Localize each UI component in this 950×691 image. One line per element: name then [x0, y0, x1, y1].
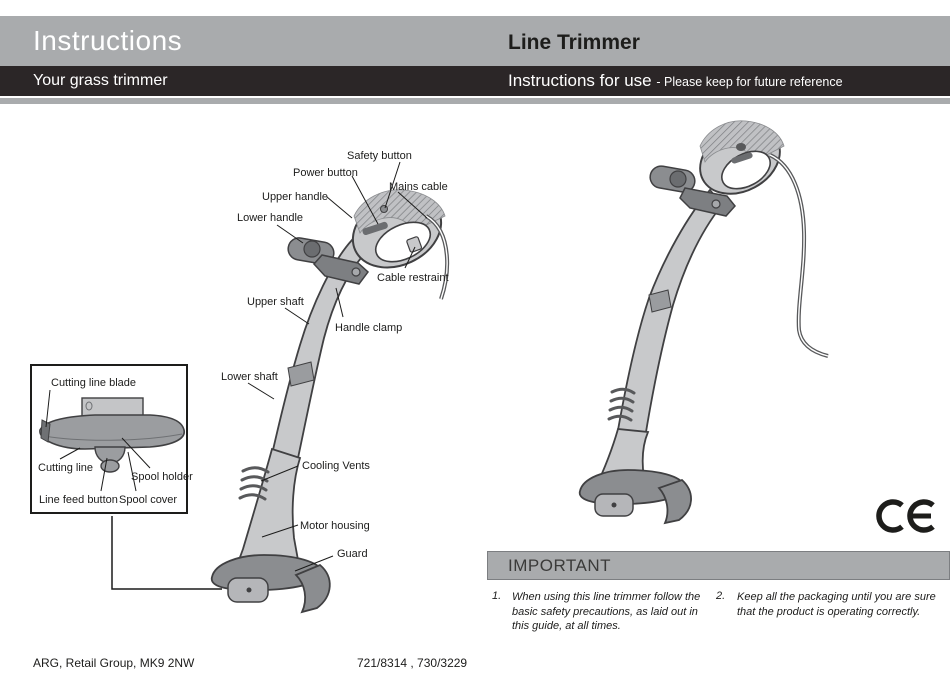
label-guard: Guard — [337, 548, 368, 560]
subheader-bar — [0, 66, 950, 96]
important-title: IMPORTANT — [508, 556, 612, 575]
label-cutting-line: Cutting line — [38, 462, 94, 474]
footer-catalogue-codes: 721/8314 , 730/3229 — [357, 656, 468, 670]
main-trimmer-illustration — [211, 189, 450, 614]
label-spool-holder: Spool holder — [131, 471, 193, 483]
secondary-trimmer-illustration — [579, 120, 829, 525]
header-strip — [0, 98, 950, 104]
label-spool-cover: Spool cover — [119, 494, 178, 506]
label-upper-handle: Upper handle — [262, 191, 329, 203]
label-cutting-line-blade: Cutting line blade — [51, 377, 137, 389]
important-item-2-text: Keep all the packaging until you are sur… — [737, 591, 936, 618]
head-detail-inset-box — [30, 364, 188, 514]
important-item-2-number: 2. — [716, 590, 726, 602]
label-handle-clamp: Handle clamp — [335, 322, 403, 334]
label-upper-shaft: Upper shaft — [247, 296, 304, 308]
important-section-bar: IMPORTANT — [487, 551, 950, 580]
section-title: Your grass trimmer — [33, 72, 168, 89]
label-power-button: Power button — [293, 167, 358, 179]
footer-company-address: ARG, Retail Group, MK9 2NW — [33, 656, 195, 670]
label-safety-button: Safety button — [347, 150, 412, 162]
label-lower-shaft: Lower shaft — [221, 371, 278, 383]
product-title: Line Trimmer — [508, 31, 640, 54]
subsection-title-main: Instructions for use — [508, 71, 652, 90]
label-cooling-vents: Cooling Vents — [302, 460, 370, 472]
label-line-feed-button: Line feed button — [39, 494, 118, 506]
important-item-1-text: When using this line trimmer follow the … — [512, 591, 701, 633]
label-cable-restraint: Cable restraint — [377, 272, 449, 284]
label-mains-cable: Mains cable — [389, 181, 448, 193]
subsection-title: Instructions for use - Please keep for f… — [508, 71, 843, 91]
header-bar — [0, 16, 950, 66]
page-title: Instructions — [33, 25, 183, 56]
subsection-title-note: - Please keep for future reference — [656, 75, 843, 89]
important-item-1-number: 1. — [492, 590, 502, 602]
label-motor-housing: Motor housing — [300, 520, 370, 532]
ce-mark-icon — [876, 499, 935, 533]
label-lower-handle: Lower handle — [237, 212, 304, 224]
